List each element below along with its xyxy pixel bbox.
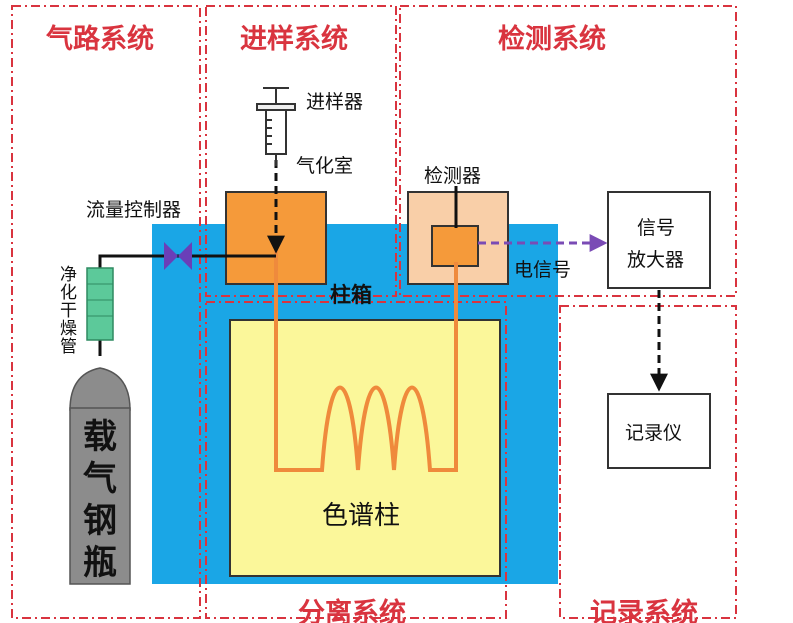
amplifier-box — [607, 191, 711, 289]
label-oven: 柱箱 — [330, 283, 372, 307]
svg-text:燥: 燥 — [60, 319, 77, 339]
label-flow-controller: 流量控制器 — [86, 199, 181, 221]
label-detector: 检测器 — [424, 165, 481, 187]
svg-text:化: 化 — [60, 283, 77, 303]
section-label-injection: 进样系统 — [240, 23, 348, 55]
svg-text:瓶: 瓶 — [83, 543, 117, 583]
column-box — [229, 319, 501, 577]
label-injector: 进样器 — [306, 91, 363, 113]
label-signal: 电信号 — [514, 259, 571, 281]
column-tubing — [274, 250, 458, 472]
valve-icon — [164, 242, 192, 270]
syringe-icon — [256, 87, 296, 166]
label-cylinder: 载 气 钢 瓶 — [82, 417, 117, 583]
gas-cylinder-icon — [69, 367, 131, 585]
detector-cell — [431, 225, 479, 267]
section-label-gas: 气路系统 — [45, 23, 154, 55]
section-borders — [11, 5, 737, 619]
label-amplifier-line1: 信号 — [637, 217, 675, 239]
svg-text:干: 干 — [60, 301, 77, 321]
label-recorder: 记录仪 — [625, 422, 682, 444]
label-vaporizer: 气化室 — [296, 155, 353, 177]
label-purifier: 净 化 干 燥 管 — [60, 265, 77, 357]
label-column: 色谱柱 — [322, 501, 400, 531]
svg-text:气: 气 — [82, 459, 117, 499]
label-amplifier-line2: 放大器 — [627, 249, 684, 271]
purifier-tube — [86, 267, 114, 341]
svg-text:载: 载 — [83, 417, 117, 457]
svg-text:净: 净 — [60, 265, 77, 285]
section-label-recording: 记录系统 — [590, 597, 698, 623]
svg-text:管: 管 — [60, 337, 77, 357]
recorder-box — [607, 393, 711, 469]
svg-text:钢: 钢 — [83, 501, 117, 541]
section-label-detection: 检测系统 — [498, 23, 606, 55]
section-label-separation: 分离系统 — [298, 597, 406, 623]
